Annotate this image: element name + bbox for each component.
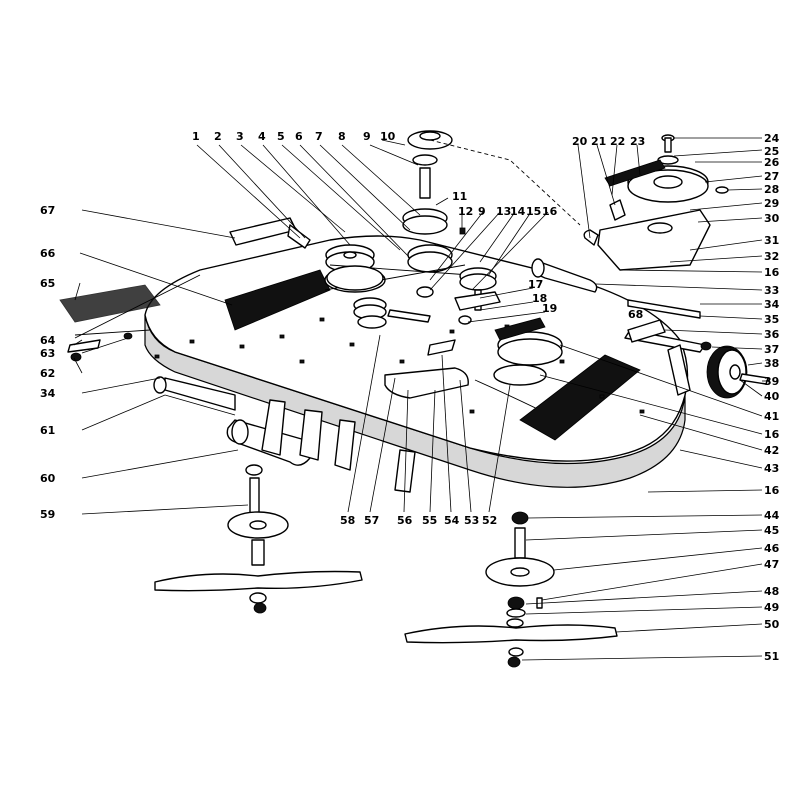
callout-5: 5 — [277, 130, 285, 143]
callout-29: 29 — [764, 197, 779, 210]
callout-12: 12 — [458, 205, 473, 218]
callout-9: 9 — [363, 130, 371, 143]
callout-62: 62 — [40, 367, 55, 380]
chute-bracket — [229, 217, 311, 249]
callout-56: 56 — [397, 514, 413, 527]
engine-pulley-assembly — [583, 134, 729, 271]
callout-32: 32 — [764, 250, 779, 263]
callout-9: 9 — [478, 205, 486, 218]
callout-63: 63 — [40, 347, 55, 360]
callout-14: 14 — [510, 205, 526, 218]
wheel-bracket — [627, 319, 666, 343]
callout-16: 16 — [764, 484, 780, 497]
callout-65: 65 — [40, 277, 55, 290]
callout-47: 47 — [764, 558, 779, 571]
front-rod — [67, 332, 133, 362]
callout-1: 1 — [192, 130, 200, 143]
callout-39: 39 — [764, 375, 779, 388]
leader-lines — [73, 137, 770, 661]
callout-36: 36 — [764, 328, 780, 341]
callout-68: 68 — [628, 308, 643, 321]
callout-34: 34 — [40, 387, 56, 400]
blade-assembly-right — [404, 511, 618, 668]
callout-33: 33 — [764, 284, 779, 297]
callout-55: 55 — [422, 514, 437, 527]
callout-16: 16 — [764, 428, 780, 441]
callout-38: 38 — [764, 357, 779, 370]
callout-51: 51 — [764, 650, 779, 663]
callout-2: 2 — [214, 130, 222, 143]
callout-35: 35 — [764, 313, 779, 326]
callout-7: 7 — [315, 130, 323, 143]
callout-59: 59 — [40, 508, 55, 521]
callout-57: 57 — [364, 514, 379, 527]
callout-26: 26 — [764, 156, 780, 169]
callout-53: 53 — [464, 514, 479, 527]
callout-60: 60 — [40, 472, 56, 485]
callout-45: 45 — [764, 524, 779, 537]
blade-assembly-left — [154, 464, 363, 614]
deck-spindle-left — [326, 265, 387, 329]
callout-10: 10 — [380, 130, 396, 143]
callout-21: 21 — [591, 135, 606, 148]
drive-spindle — [402, 130, 466, 298]
mower-deck — [144, 235, 689, 488]
callout-34: 34 — [764, 298, 780, 311]
callout-67: 67 — [40, 204, 55, 217]
callout-18: 18 — [532, 292, 547, 305]
spring-cylinder — [531, 258, 598, 293]
callout-6: 6 — [295, 130, 303, 143]
callout-48: 48 — [764, 585, 779, 598]
callout-8: 8 — [338, 130, 346, 143]
callout-15: 15 — [526, 205, 541, 218]
callout-43: 43 — [764, 462, 779, 475]
callout-23: 23 — [630, 135, 645, 148]
callout-20: 20 — [572, 135, 588, 148]
callout-19: 19 — [542, 302, 557, 315]
callout-64: 64 — [40, 334, 56, 347]
callout-46: 46 — [764, 542, 780, 555]
callout-30: 30 — [764, 212, 780, 225]
callout-40: 40 — [764, 390, 780, 403]
callout-16: 16 — [764, 266, 780, 279]
callout-44: 44 — [764, 509, 780, 522]
callout-16: 16 — [542, 205, 558, 218]
callout-54: 54 — [444, 514, 460, 527]
callout-3: 3 — [236, 130, 244, 143]
callout-42: 42 — [764, 444, 779, 457]
callout-17: 17 — [528, 278, 543, 291]
callout-28: 28 — [764, 183, 779, 196]
callout-52: 52 — [482, 514, 497, 527]
callout-66: 66 — [40, 247, 56, 260]
callout-13: 13 — [496, 205, 511, 218]
callout-37: 37 — [764, 343, 779, 356]
rod — [627, 299, 701, 319]
callout-41: 41 — [764, 410, 779, 423]
deck-spindle-right — [493, 317, 563, 386]
callout-4: 4 — [258, 130, 266, 143]
callout-58: 58 — [340, 514, 355, 527]
callout-27: 27 — [764, 170, 779, 183]
callout-25: 25 — [764, 145, 779, 158]
callout-22: 22 — [610, 135, 625, 148]
callout-24: 24 — [764, 132, 780, 145]
callout-49: 49 — [764, 601, 779, 614]
callout-11: 11 — [452, 190, 467, 203]
callout-31: 31 — [764, 234, 779, 247]
grass-screen — [59, 274, 201, 339]
callout-50: 50 — [764, 618, 780, 631]
front-roller — [153, 376, 416, 493]
callout-61: 61 — [40, 424, 55, 437]
